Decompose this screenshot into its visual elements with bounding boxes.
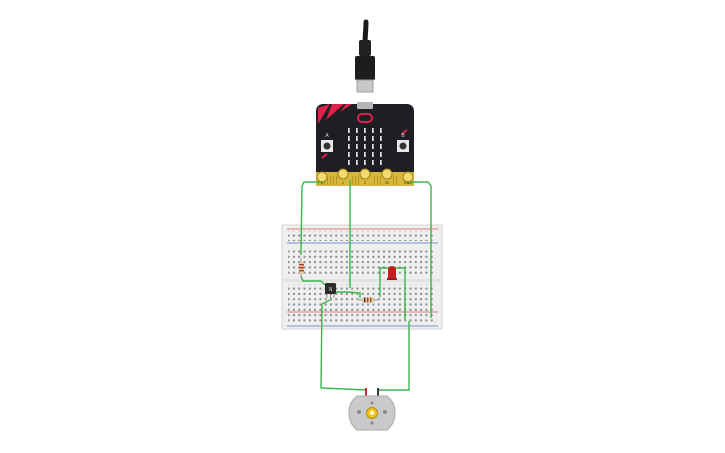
pin-label-gnd: GND (404, 181, 412, 185)
transistor-label: N (329, 287, 333, 293)
wire-gnd[interactable] (410, 181, 432, 318)
button-b[interactable]: B (397, 133, 409, 152)
resistor-2-icon[interactable] (358, 297, 378, 303)
wire-transistor-resistor2[interactable] (333, 291, 361, 298)
wire-resistor-transistor[interactable] (300, 275, 326, 286)
pin-label-2: 2 (364, 181, 366, 185)
pin-label-0: 0 (321, 181, 323, 185)
wire-motor-a[interactable] (320, 299, 367, 391)
wire-led-rail[interactable] (395, 267, 406, 320)
wires[interactable] (300, 180, 432, 391)
pin-label-1: 1 (342, 181, 344, 185)
wire-motor-b[interactable] (377, 321, 410, 391)
usb-cable-icon[interactable] (355, 19, 375, 93)
button-a[interactable]: A (321, 133, 333, 152)
pin-label-3v: 3V (385, 181, 390, 185)
button-b-label: B (401, 133, 405, 139)
dc-motor-icon[interactable] (348, 388, 396, 431)
led-matrix (348, 128, 382, 165)
microbit-icon[interactable]: A B 0 1 2 3V GND (316, 102, 414, 186)
pin-pads (316, 168, 414, 183)
wire-led[interactable] (379, 267, 389, 297)
breadboard-icon[interactable] (281, 224, 443, 330)
transistor-icon[interactable]: N (325, 283, 336, 298)
wire-pin0[interactable] (300, 181, 322, 256)
button-a-label: A (325, 133, 329, 139)
led-icon[interactable] (387, 266, 397, 280)
resistor-icon[interactable] (299, 258, 304, 278)
